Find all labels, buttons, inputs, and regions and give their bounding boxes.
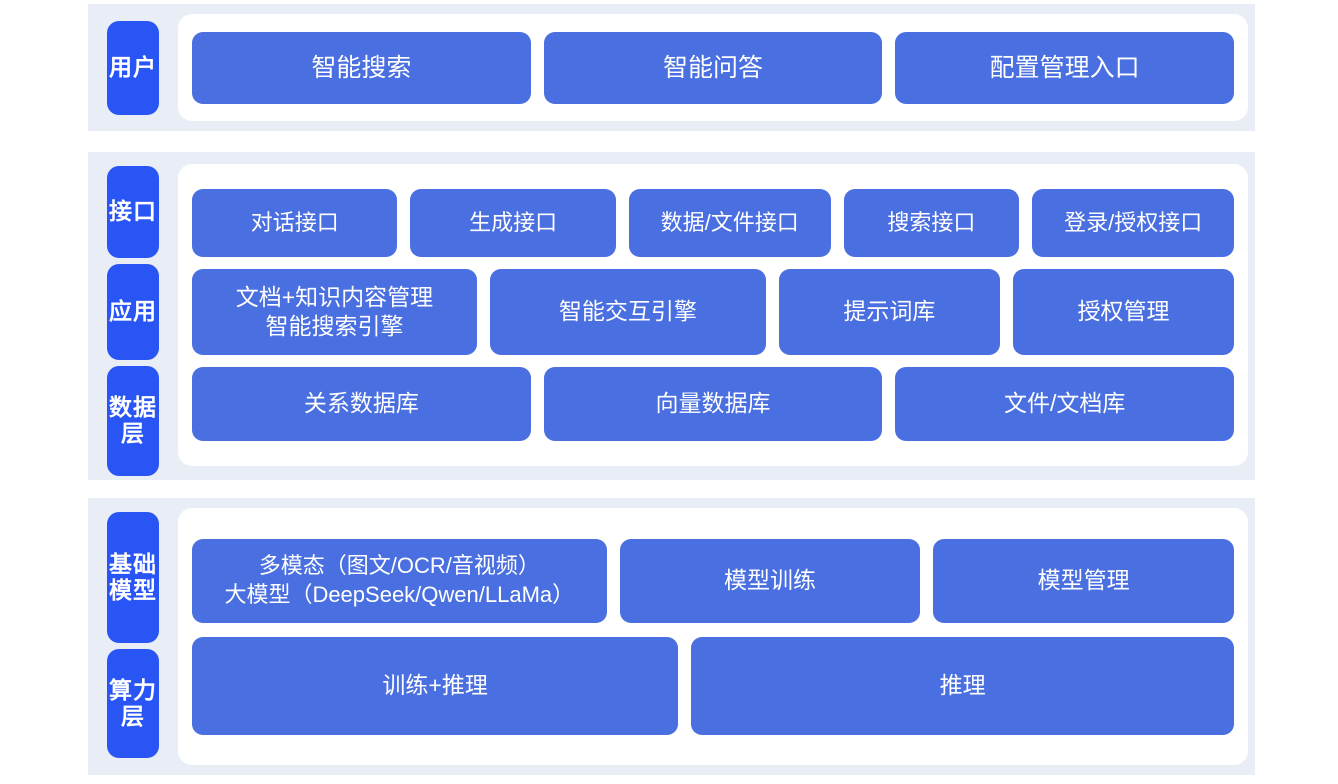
panel-user: 智能搜索 智能问答 配置管理入口	[178, 14, 1248, 121]
box-label: 配置管理入口	[989, 53, 1140, 82]
tab-column-middle: 接口 应用 数据层	[88, 152, 178, 480]
box-smart-interaction-engine[interactable]: 智能交互引擎	[489, 269, 766, 355]
panel-middle: 对话接口 生成接口 数据/文件接口 搜索接口 登录/授权接口 文	[178, 164, 1248, 466]
box-label: 搜索接口	[887, 209, 976, 235]
row-model: 多模态（图文/OCR/音视频） 大模型（DeepSeek/Qwen/LLaMa）…	[192, 538, 1234, 623]
box-search-api[interactable]: 搜索接口	[843, 189, 1020, 257]
box-label: 模型管理	[1037, 566, 1130, 593]
box-label: 生成接口	[469, 209, 558, 235]
row-user: 智能搜索 智能问答 配置管理入口	[192, 31, 1235, 104]
box-label: 模型训练	[723, 566, 816, 593]
box-label: 授权管理	[1077, 298, 1170, 325]
box-vector-database[interactable]: 向量数据库	[543, 367, 883, 441]
layer-tab-user-label: 用户	[109, 54, 157, 81]
box-label: 关系数据库	[303, 390, 419, 417]
row-compute: 训练+推理 推理	[192, 636, 1234, 735]
row-data: 关系数据库 向量数据库 文件/文档库	[192, 367, 1235, 441]
panel-infra: 多模态（图文/OCR/音视频） 大模型（DeepSeek/Qwen/LLaMa）…	[178, 508, 1248, 765]
layer-tab-interface-label: 接口	[109, 198, 157, 225]
layer-tab-application-label: 应用	[109, 298, 157, 325]
band-middle: 接口 应用 数据层 对话接口 生成接口 数据/文件接口	[88, 152, 1255, 480]
box-smart-qa[interactable]: 智能问答	[543, 31, 883, 104]
box-label: 向量数据库	[655, 390, 771, 417]
box-smart-search[interactable]: 智能搜索	[192, 31, 531, 104]
box-label: 智能问答	[663, 53, 764, 82]
layer-tab-data-label: 数据层	[109, 394, 157, 446]
box-label-line-2: 智能搜索引擎	[265, 313, 404, 339]
box-label: 文件/文档库	[1003, 390, 1126, 417]
box-label: 智能交互引擎	[558, 298, 697, 325]
box-label-line-1: 文档+知识内容管理	[235, 283, 434, 310]
band-infra: 基础模型 算力层 多模态（图文/OCR/音视频） 大模型（DeepSeek/Qw…	[88, 498, 1255, 775]
box-multimodal-large-model[interactable]: 多模态（图文/OCR/音视频） 大模型（DeepSeek/Qwen/LLaMa）	[192, 538, 607, 623]
box-inference[interactable]: 推理	[691, 636, 1234, 735]
box-prompt-library[interactable]: 提示词库	[778, 269, 1000, 355]
box-config-management-entry[interactable]: 配置管理入口	[895, 31, 1235, 104]
box-label-line-1: 多模态（图文/OCR/音视频）	[258, 553, 540, 579]
box-doc-knowledge-content-management[interactable]: 文档+知识内容管理 智能搜索引擎	[192, 269, 477, 355]
layer-tab-data[interactable]: 数据层	[107, 366, 159, 476]
box-label: 推理	[939, 671, 986, 698]
box-label-line-2: 大模型（DeepSeek/Qwen/LLaMa）	[224, 581, 575, 607]
box-data-file-api[interactable]: 数据/文件接口	[628, 189, 831, 257]
box-label: 对话接口	[250, 209, 339, 235]
box-generation-api[interactable]: 生成接口	[410, 189, 616, 257]
box-dialog-api[interactable]: 对话接口	[192, 189, 398, 257]
band-user: 用户 智能搜索 智能问答 配置管理入口	[88, 4, 1255, 131]
box-authorization-management[interactable]: 授权管理	[1012, 269, 1235, 355]
box-training-and-inference[interactable]: 训练+推理	[192, 636, 679, 735]
box-login-auth-api[interactable]: 登录/授权接口	[1032, 189, 1234, 257]
layer-tab-compute[interactable]: 算力层	[107, 649, 159, 758]
box-file-document-store[interactable]: 文件/文档库	[895, 367, 1235, 441]
row-interface: 对话接口 生成接口 数据/文件接口 搜索接口 登录/授权接口	[192, 189, 1234, 257]
tab-column-infra: 基础模型 算力层	[88, 498, 178, 775]
layer-tab-interface[interactable]: 接口	[107, 166, 159, 258]
layer-tab-application[interactable]: 应用	[107, 264, 159, 360]
layer-tab-compute-label: 算力层	[109, 676, 157, 729]
layer-tab-user[interactable]: 用户	[107, 21, 159, 115]
box-model-management[interactable]: 模型管理	[933, 538, 1234, 623]
tab-column-user: 用户	[88, 4, 178, 131]
box-model-training[interactable]: 模型训练	[619, 538, 921, 623]
box-relational-database[interactable]: 关系数据库	[192, 367, 531, 441]
layer-tab-base-model-label: 基础模型	[109, 550, 157, 603]
box-label: 登录/授权接口	[1064, 209, 1203, 235]
layer-tab-base-model[interactable]: 基础模型	[107, 512, 159, 643]
box-label: 智能搜索	[311, 53, 412, 82]
box-label: 训练+推理	[382, 671, 488, 698]
box-label: 提示词库	[843, 298, 936, 325]
box-label: 数据/文件接口	[660, 209, 799, 235]
row-application: 文档+知识内容管理 智能搜索引擎 智能交互引擎 提示词库 授权管理	[192, 269, 1235, 355]
